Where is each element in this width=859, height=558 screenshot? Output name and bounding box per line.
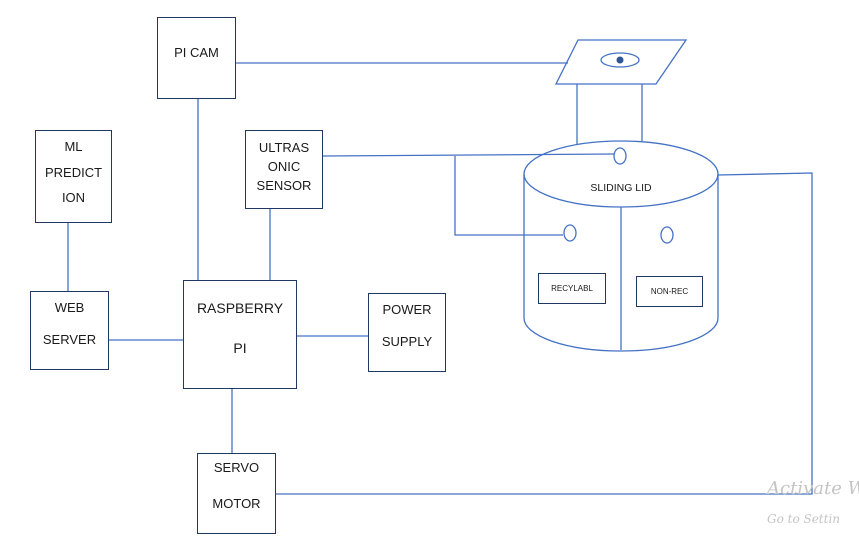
- lid-sensor: [613, 147, 627, 165]
- watermark-settings: Go to Settin: [767, 512, 841, 526]
- web-server-label-line1: WEB: [54, 300, 85, 315]
- raspberry-pi-label-line1: RASPBERRY: [196, 300, 284, 316]
- camera-platform: [554, 39, 688, 85]
- bin-body: [523, 174, 719, 352]
- recyclable-label-text: RECYLABL: [551, 284, 593, 293]
- ml-label-line2: PREDICT: [44, 165, 103, 180]
- ultrasonic-sensor-box: ULTRAS ONIC SENSOR: [245, 130, 323, 209]
- sliding-lid-label: SLIDING LID: [590, 182, 652, 194]
- camera-lens: [600, 52, 640, 68]
- recyclable-compartment-label: RECYLABL: [538, 273, 606, 304]
- ultrasonic-label-line1: ULTRAS: [258, 140, 310, 155]
- ultrasonic-label-line2: ONIC: [267, 159, 301, 174]
- power-supply-box: POWER SUPPLY: [368, 293, 446, 372]
- non-recyclable-sensor: [660, 226, 674, 244]
- raspberry-pi-label-line2: PI: [233, 340, 247, 356]
- ml-prediction-box: ML PREDICT ION: [35, 130, 112, 223]
- camera-eye-icon: [616, 56, 624, 64]
- non-recyclable-label-text: NON-REC: [650, 287, 689, 296]
- connector-ultrasonic-inner-sensor: [454, 156, 563, 236]
- power-supply-label-line1: POWER: [382, 302, 432, 317]
- connector-servo-lid: [276, 172, 813, 495]
- ultrasonic-label-line3: SENSOR: [256, 178, 312, 193]
- web-server-label-line2: SERVER: [42, 332, 97, 347]
- pi-cam-box: PI CAM: [157, 17, 236, 99]
- servo-motor-box: SERVO MOTOR: [197, 453, 276, 534]
- web-server-box: WEB SERVER: [30, 291, 109, 370]
- pi-cam-label: PI CAM: [174, 45, 219, 60]
- servo-motor-label-line2: MOTOR: [212, 496, 261, 511]
- power-supply-label-line2: SUPPLY: [381, 334, 433, 349]
- raspberry-pi-box: RASPBERRY PI: [183, 280, 297, 389]
- connector-ultrasonic-lid: [322, 153, 615, 157]
- recyclable-sensor: [563, 224, 577, 242]
- servo-motor-label-line1: SERVO: [213, 460, 260, 475]
- non-recyclable-compartment-label: NON-REC: [636, 276, 703, 307]
- ml-label-line1: ML: [64, 139, 83, 154]
- ml-label-line3: ION: [61, 190, 86, 205]
- sliding-lid: [523, 140, 719, 208]
- watermark-activate: Activate W: [767, 478, 859, 499]
